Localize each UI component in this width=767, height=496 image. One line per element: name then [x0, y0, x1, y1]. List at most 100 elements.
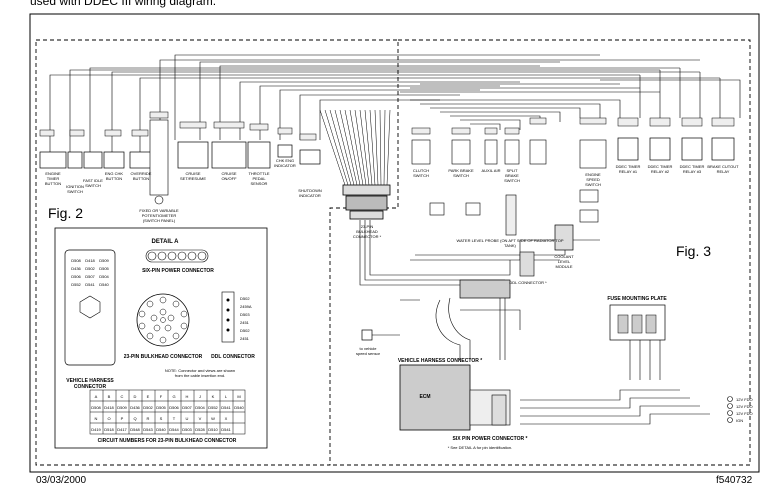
switch-label-6-line-0: CRUISE [221, 171, 236, 176]
row2-value-2: D417 [117, 427, 127, 432]
bulkhead-label-line-1: BULKHEAD [356, 229, 378, 234]
vhc-pin-9: D552 [71, 282, 81, 287]
row1-letter-10: L [225, 394, 228, 399]
coolant-label-line-1: LEVEL [558, 259, 571, 264]
row1-letter-11: M [237, 394, 240, 399]
vhc-pin-0: D508 [71, 258, 81, 263]
top-caption: used with DDEC III wiring diagram. [30, 0, 217, 8]
switch-label-6-line-1: ON/OFF [221, 176, 237, 181]
switch-label-9-line-1: INDICATOR [299, 193, 321, 198]
bulkhead-label-line-0: 23-PIN [361, 224, 374, 229]
relay-label-2-line-1: RELAY #3 [683, 169, 702, 174]
row2-letter-0: N [95, 416, 98, 421]
vhc-pin-7: D507 [85, 274, 95, 279]
row1-letter-8: J [199, 394, 201, 399]
row1-value-11: D540 [234, 405, 244, 410]
row1-value-3: D436 [130, 405, 140, 410]
vhc-detail-title-line-0: VEHICLE HARNESS [66, 378, 114, 384]
output-label-0: 12V FDO [736, 397, 753, 402]
ddl-pin-5: 2451 [240, 336, 250, 341]
row1-letter-3: D [134, 394, 137, 399]
row1-letter-1: B [108, 394, 111, 399]
right-comp-label-0-line-0: CLUTCH [413, 168, 429, 173]
ddl-pin-3: 2451 [240, 320, 250, 325]
detail-note-line-0: NOTE: Connector and views are shown [165, 368, 235, 373]
switch-label-0-line-1: TIMER [47, 176, 60, 181]
row1-value-9: D552 [208, 405, 218, 410]
switch-label-0-line-0: ENGINE [45, 171, 61, 176]
row2-value-5: D540 [156, 427, 166, 432]
row1-value-5: D505 [156, 405, 166, 410]
ddl-title: DDL CONNECTOR [211, 354, 255, 360]
row1-value-4: D502 [143, 405, 153, 410]
see-detail-note: * See DETAIL A for pin identification. [448, 445, 512, 450]
switch-label-1-line-0: IGNITION [66, 184, 84, 189]
right-comp-label-3-line-2: SWITCH [504, 178, 520, 183]
vhc-pin-10: D541 [85, 282, 95, 287]
switch-label-0-line-2: BUTTON [45, 181, 61, 186]
ddl-pin-0: D502 [240, 296, 250, 301]
switch-label-2-line-0: FAST IDLE [83, 178, 103, 183]
ddl-label: DDL CONNECTOR * [509, 280, 547, 285]
switch-label-8-line-1: INDICATOR [274, 163, 296, 168]
ecm-label: ECM [419, 394, 430, 400]
vhc-pin-1: D418 [85, 258, 95, 263]
vhc-detail-title-line-1: CONNECTOR [74, 384, 107, 390]
row1-value-1: D418 [104, 405, 114, 410]
six-pin-title: SIX-PIN POWER CONNECTOR [142, 268, 214, 274]
relay-label-3-line-1: RELAY [717, 169, 730, 174]
switch-label-5-line-1: SET/RESUME [180, 176, 206, 181]
row1-value-0: D508 [91, 405, 101, 410]
row1-letter-0: A [95, 394, 98, 399]
switch-label-1-line-1: SWITCH [67, 189, 83, 194]
row1-value-2: D509 [117, 405, 127, 410]
vhc-pin-11: D540 [99, 282, 109, 287]
row2-value-6: D544 [169, 427, 179, 432]
row1-value-8: D504 [195, 405, 205, 410]
row1-letter-5: F [160, 394, 163, 399]
switch-label-5-line-0: CRUISE [185, 171, 200, 176]
right-comp-label-3-line-1: BRAKE [505, 173, 519, 178]
row2-letter-2: P [121, 416, 124, 421]
row2-value-4: D543 [143, 427, 153, 432]
row1-value-10: D541 [221, 405, 231, 410]
switch-label-7-line-0: THROTTLE [248, 171, 269, 176]
row2-value-3: D548 [130, 427, 140, 432]
water-probe-label-line-0: WATER LEVEL PROBE (ON AFT SIDE OF RADIAT… [456, 238, 563, 243]
row2-value-7: D503 [182, 427, 192, 432]
switch-label-4-line-0: OVERRIDE [131, 171, 152, 176]
row2-value-0: D419 [91, 427, 101, 432]
row2-letter-3: Q [133, 416, 136, 421]
row2-value-10: D541 [221, 427, 231, 432]
switch-label-4-line-1: BUTTON [133, 176, 149, 181]
right-comp-label-2-line-0: AUXIL AIR [482, 168, 501, 173]
detail-title: DETAIL A [152, 239, 180, 245]
row1-letter-7: H [186, 394, 189, 399]
relay-label-0-line-1: RELAY #1 [619, 169, 638, 174]
bulkhead-label-line-2: CONNECTOR * [353, 234, 382, 239]
bulkhead-title: 23-PIN BULKHEAD CONNECTOR [124, 354, 203, 360]
row1-letter-9: K [212, 394, 215, 399]
row2-letter-5: S [160, 416, 163, 421]
vhc-pin-4: D502 [85, 266, 95, 271]
right-comp-label-3-line-0: SPLIT [506, 168, 518, 173]
output-label-1: 12V FDO [736, 404, 753, 409]
row2-value-1: D518 [104, 427, 114, 432]
row2-letter-1: O [107, 416, 110, 421]
right-comp-label-1-line-0: PARK BRAKE [448, 168, 474, 173]
detail-note-line-1: from the cable insertion end. [175, 373, 225, 378]
ddl-pin-4: D502 [240, 328, 250, 333]
table-title: CIRCUIT NUMBERS FOR 23-PIN BULKHEAD CONN… [98, 438, 237, 444]
fig3-label: Fig. 3 [676, 243, 712, 259]
right-comp-label-4-line-2: SWITCH [585, 182, 601, 187]
row1-letter-4: E [147, 394, 150, 399]
row2-letter-10: X [225, 416, 228, 421]
coolant-label-line-2: MODULE [555, 264, 572, 269]
row1-value-7: D507 [182, 405, 192, 410]
switch-label-3-line-1: BUTTON [106, 176, 122, 181]
ddl-pin-2: D503 [240, 312, 250, 317]
switch-label-8-line-0: CHK ENG [276, 158, 294, 163]
fig2-label: Fig. 2 [48, 205, 84, 221]
right-comp-label-4-line-0: ENGINE [585, 172, 601, 177]
